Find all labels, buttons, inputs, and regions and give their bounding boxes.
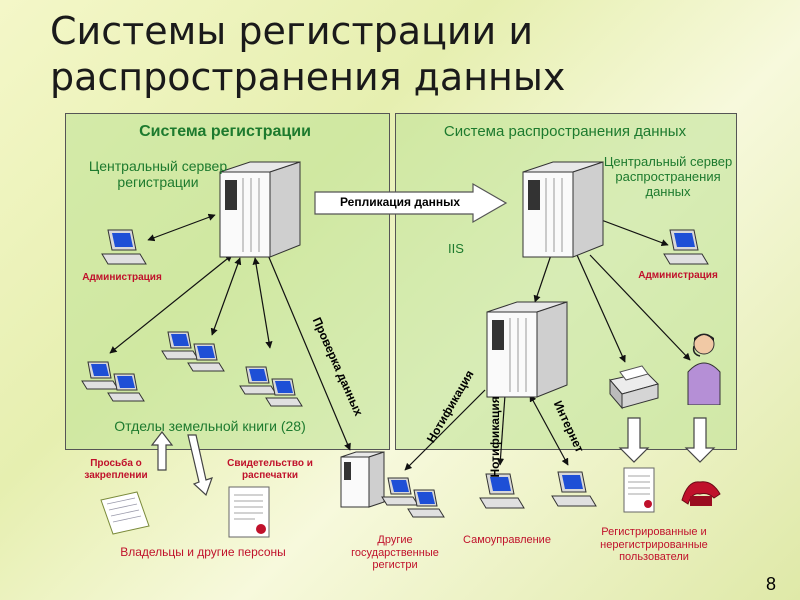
iis-label: IIS	[448, 241, 464, 256]
admin-label-left: Администрация	[82, 272, 162, 283]
self-gov-label: Самоуправление	[463, 534, 551, 546]
admin-computer-left-icon	[101, 229, 147, 265]
users-label: Регистрированные и нерегистрированные по…	[600, 526, 708, 564]
other-registers-computers-icon	[381, 477, 445, 518]
operator-person-icon	[687, 333, 721, 405]
certificate-document-icon	[228, 486, 270, 538]
fax-machine-icon	[609, 365, 659, 410]
departments-label: Отделы земельной книги (28)	[114, 418, 306, 434]
replication-label: Репликация данных	[339, 195, 461, 209]
department-computers-1-icon	[161, 331, 225, 372]
department-computers-2-icon	[81, 361, 145, 402]
notification-label-2: Нотификация	[488, 396, 503, 478]
internet-computer-icon	[551, 471, 597, 507]
request-document-icon	[100, 491, 150, 535]
admin-label-right: Администрация	[638, 270, 718, 281]
page-number: 8	[766, 574, 777, 594]
other-registers-server-icon	[340, 451, 385, 508]
other-registers-label: Другие государственные регистри	[351, 534, 439, 572]
certificate-label: Свидетельство и распечатки	[227, 458, 313, 481]
registration-server-label: Центральный сервер регистрации	[88, 158, 228, 191]
distribution-server-icon	[522, 161, 604, 258]
distribution-system-heading: Система распространения данных	[443, 123, 687, 140]
replication-arrow	[314, 182, 508, 224]
registration-server-icon	[219, 161, 301, 258]
request-label: Просьба о закреплении	[84, 458, 148, 481]
registration-document-icon	[623, 467, 655, 513]
iis-server-icon	[486, 301, 568, 398]
telephone-icon	[681, 481, 721, 506]
self-gov-computer-icon	[479, 473, 525, 509]
page-title: Системы регистрации и распространения да…	[50, 9, 566, 99]
registration-system-heading: Система регистрации	[139, 123, 311, 140]
admin-computer-right-icon	[663, 229, 709, 265]
department-computers-3-icon	[239, 366, 303, 407]
owners-label: Владельцы и другие персоны	[120, 545, 286, 559]
distribution-server-label: Центральный сервер распространения данны…	[603, 154, 733, 199]
